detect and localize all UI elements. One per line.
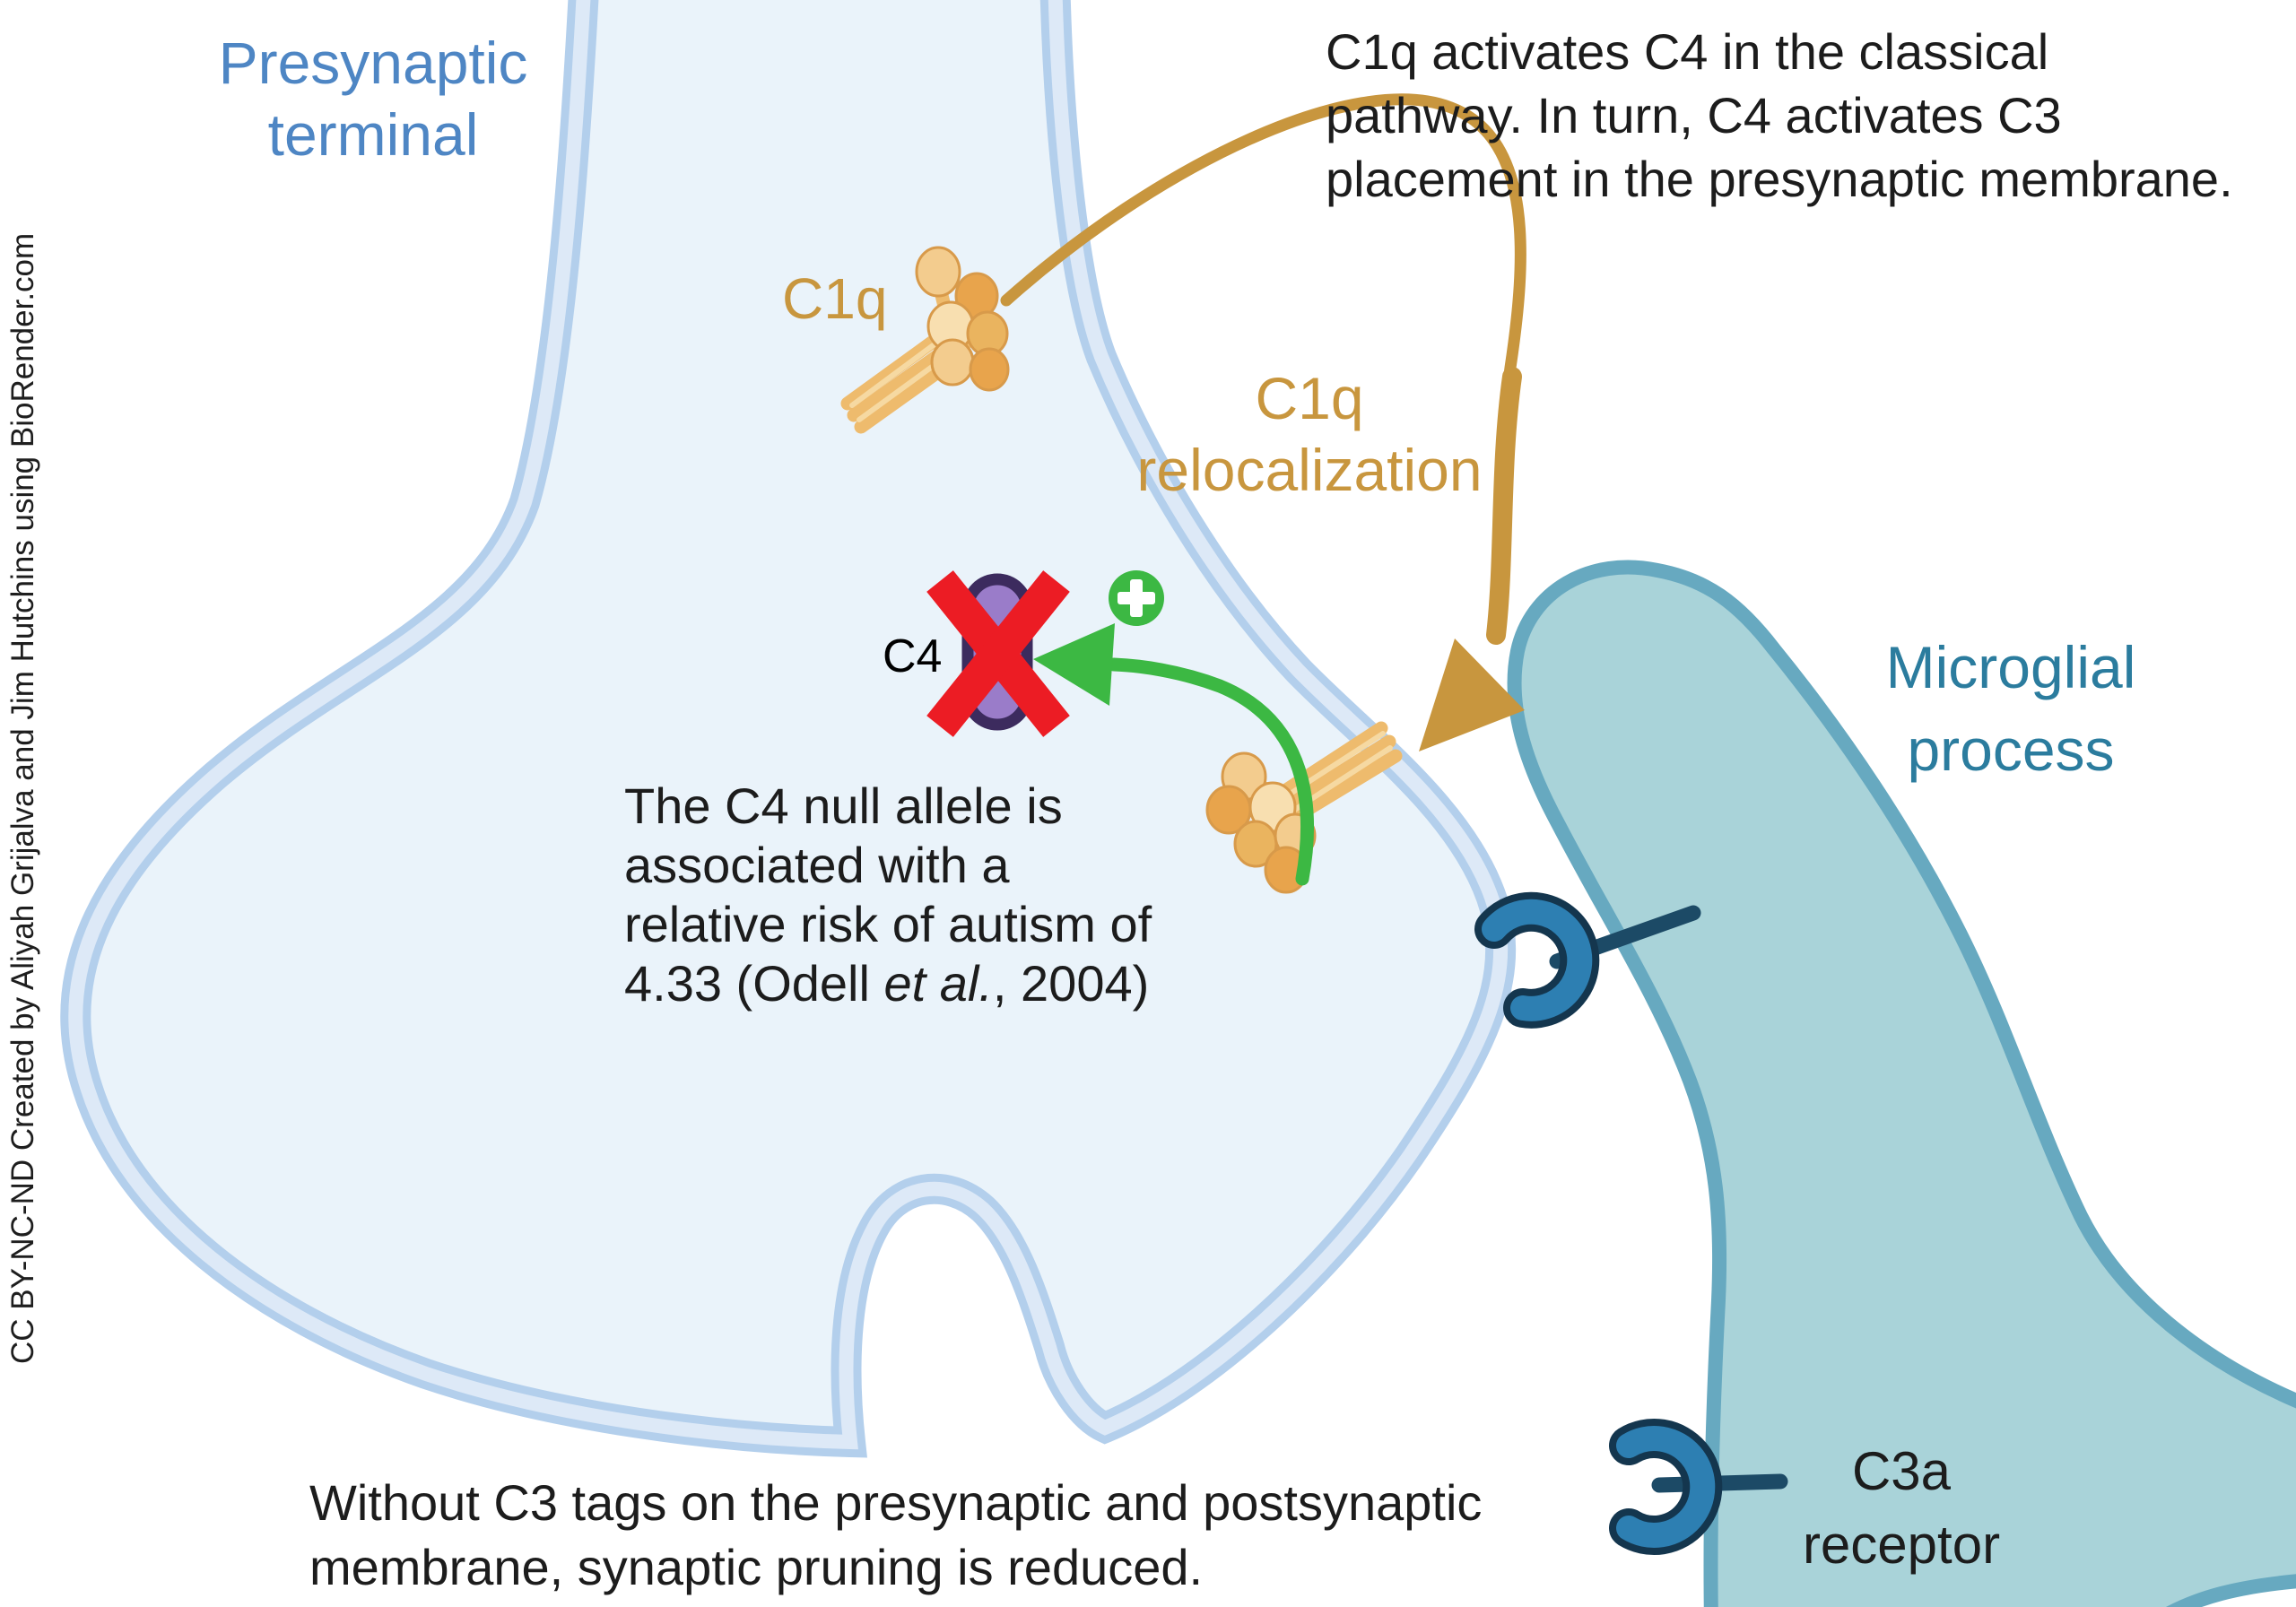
activation-arrow-curve — [1107, 657, 1314, 886]
presynaptic-terminal-label-line1: Presynaptic — [218, 30, 528, 96]
classical-pathway-note-line3: placement in the presynaptic membrane. — [1326, 151, 2233, 207]
microglia-body — [1507, 560, 2296, 1607]
c3a-receptor-label: C3a receptor — [1744, 1435, 2058, 1582]
pruning-note: Without C3 tags on the presynaptic and p… — [309, 1471, 1482, 1600]
microglial-process-shape — [1507, 560, 2296, 1607]
relocalization-arrowhead-icon — [1419, 638, 1525, 751]
presynaptic-terminal-label-line2: terminal — [267, 101, 479, 168]
c4-null-note-line2: associated with a — [624, 837, 1010, 893]
activation-arrowhead-icon — [1033, 623, 1115, 706]
c4-null-note-line4: 4.33 (Odell et al., 2004) — [624, 955, 1150, 1012]
red-x-icon — [926, 570, 1070, 737]
c3a-receptor-labeled-icon — [1609, 1419, 1788, 1555]
c3a-receptor-label-line2: receptor — [1802, 1515, 2001, 1575]
microglial-process-label: Microglial process — [1831, 626, 2190, 791]
pruning-note-line1: Without C3 tags on the presynaptic and p… — [309, 1474, 1483, 1531]
classical-pathway-note-line1: C1q activates C4 in the classical — [1326, 23, 2049, 80]
c4-null-note-line1: The C4 null allele is — [624, 777, 1063, 834]
c4-null-note-line3: relative risk of autism of — [624, 896, 1152, 952]
license-credit: CC BY-NC-ND Created by Aliyah Grijalva a… — [5, 232, 40, 1364]
classical-pathway-note: C1q activates C4 in the classical pathwa… — [1326, 20, 2233, 211]
c1q-relocalization-label-line2: relocalization — [1136, 437, 1483, 503]
c4-null-allele-note: The C4 null allele is associated with a … — [624, 777, 1152, 1013]
relocalization-arc-thick — [1486, 367, 1522, 645]
c3a-receptor-label-line1: C3a — [1851, 1441, 1952, 1501]
c4-label: C4 — [883, 630, 943, 682]
presynaptic-terminal-label: Presynaptic terminal — [194, 27, 552, 170]
pruning-note-line2: membrane, synaptic pruning is reduced. — [309, 1539, 1204, 1595]
c1q-molecule-icon — [840, 246, 1010, 434]
c3a-receptor-icon — [1474, 891, 1701, 1029]
c1q-relocalization-label: C1q relocalization — [1130, 362, 1489, 506]
plus-icon — [1109, 570, 1164, 626]
c1q-relocalization-label-line1: C1q — [1255, 365, 1364, 431]
classical-pathway-note-line2: pathway. In turn, C4 activates C3 — [1326, 87, 2062, 143]
microglial-process-label-line2: process — [1907, 717, 2115, 783]
activation-arrow — [1033, 623, 1314, 886]
microglial-process-label-line1: Microglial — [1885, 634, 2136, 700]
et-al-italic: et al. — [883, 955, 993, 1012]
presynaptic-terminal-shape — [60, 0, 1517, 1458]
c1q-relocalization-arrow — [1000, 93, 1526, 751]
presynaptic-membrane-gap — [68, 0, 1509, 1450]
c1q-label: C1q — [782, 266, 888, 331]
